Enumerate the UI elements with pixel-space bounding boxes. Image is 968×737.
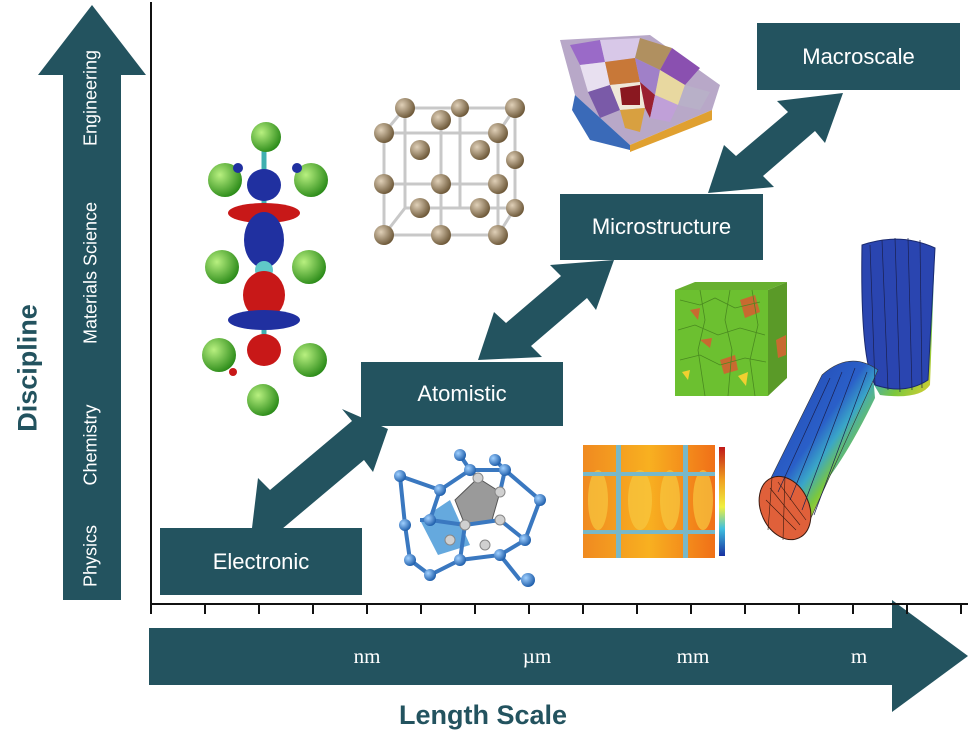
electron-density-illustration [202, 122, 328, 416]
stress-field-map-illustration [583, 445, 725, 558]
length-tick-mm: mm [676, 644, 710, 668]
length-tick-nm: nm [353, 644, 381, 668]
level-box-macroscale: Macroscale [757, 23, 960, 90]
grain-surface-illustration [560, 35, 720, 152]
discipline-label-materials-science: Materials Science [80, 201, 101, 345]
discipline-label-chemistry: Chemistry [80, 404, 101, 486]
level-box-atomistic: Atomistic [361, 362, 563, 426]
connector-electronic-atomistic [252, 409, 388, 541]
fea-component-illustration [758, 237, 936, 541]
discipline-label-engineering: Engineering [80, 49, 101, 147]
x-axis-line [150, 603, 968, 614]
level-box-microstructure: Microstructure [560, 194, 763, 260]
length-tick-m: m [850, 644, 868, 668]
length-axis-arrow [149, 600, 968, 712]
crystal-lattice-illustration [374, 98, 525, 245]
discipline-label-physics: Physics [80, 524, 101, 588]
connector-atomistic-microstructure [478, 260, 614, 360]
grain-cube-illustration [675, 282, 787, 397]
discipline-axis-arrow [38, 5, 146, 600]
x-axis-title: Length Scale [398, 700, 568, 730]
y-axis-title: Discipline [12, 304, 43, 432]
level-box-electronic: Electronic [160, 528, 362, 595]
length-tick-um: µm [522, 644, 552, 668]
molecular-cluster-illustration [394, 449, 546, 587]
connector-microstructure-macroscale [708, 93, 843, 193]
